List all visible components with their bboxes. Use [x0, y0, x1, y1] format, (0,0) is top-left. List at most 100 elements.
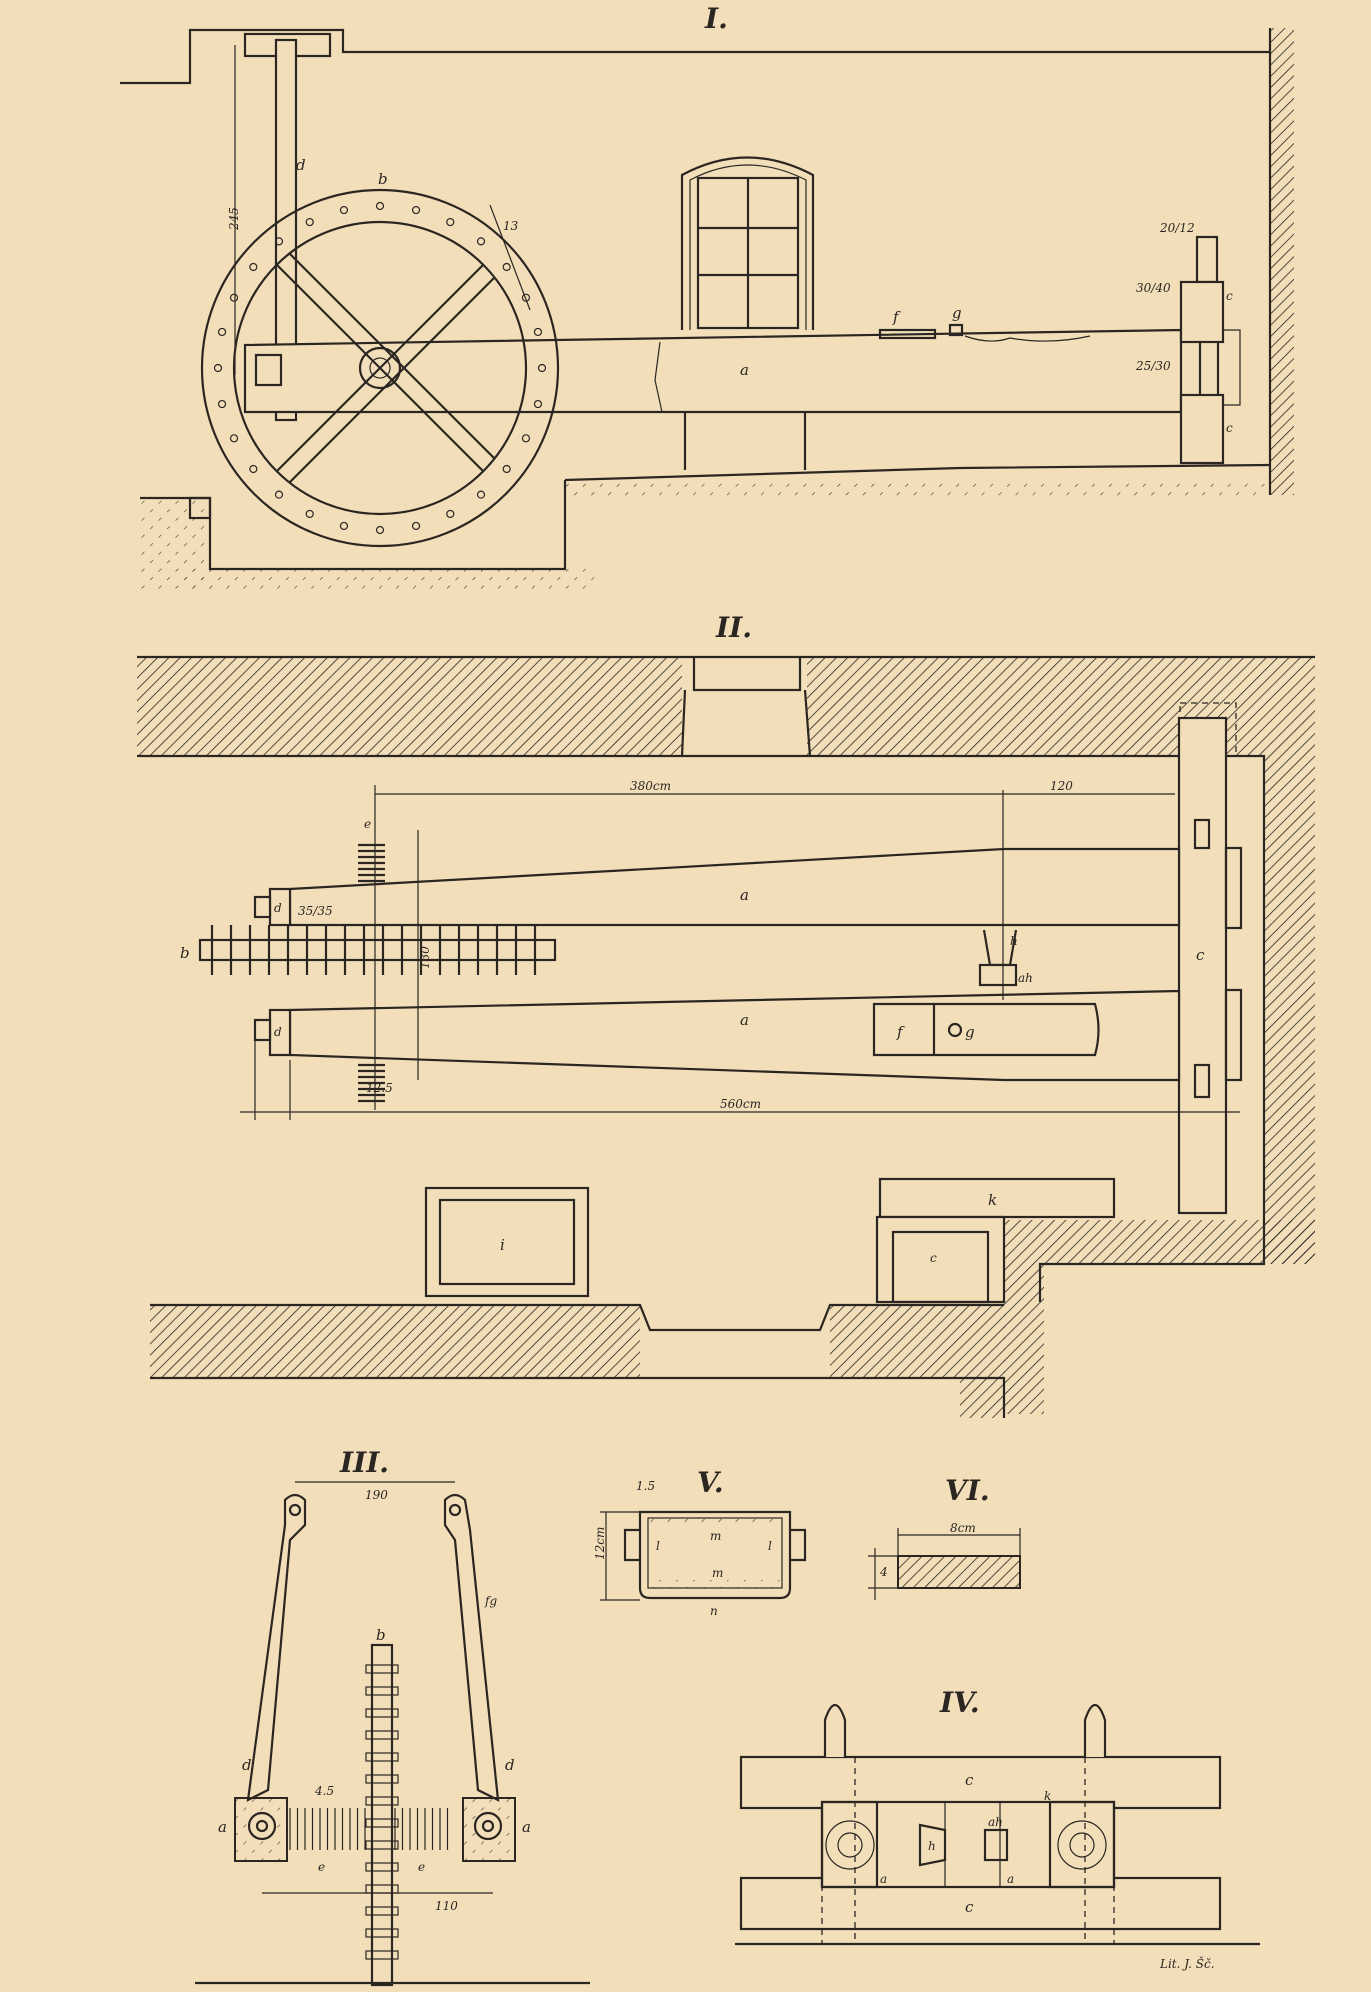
label-a-left: a: [218, 1818, 227, 1836]
figure-6-section: VI. 8cm 4: [868, 1474, 1021, 1600]
item-g: [948, 323, 964, 337]
label-b: b: [376, 1626, 386, 1644]
wheel-bolt: [537, 363, 547, 373]
peg-right: [1083, 1703, 1107, 1757]
label-d-upper: d: [274, 901, 282, 915]
shaft-tooth: [365, 1862, 399, 1872]
label-ah: ah: [988, 1815, 1003, 1829]
shaft-tooth: [365, 1774, 399, 1784]
label-a-right: a: [1007, 1872, 1014, 1886]
label-d-lower: d: [274, 1025, 282, 1039]
wheel-bolt: [339, 521, 349, 531]
figure-6-title: VI.: [945, 1474, 990, 1507]
shaft-tooth: [365, 1686, 399, 1696]
wheel-bolt: [217, 399, 227, 409]
label-a-left: a: [880, 1872, 887, 1886]
figure-1-title: I.: [704, 2, 728, 35]
wheel-bolt: [446, 509, 455, 519]
label-fg: fg: [484, 1594, 497, 1608]
dim-bottom: 110: [435, 1899, 458, 1913]
wheel-bolt: [521, 293, 531, 302]
dim-beam-section: 25/30: [1135, 359, 1171, 373]
wheel-bolt: [446, 217, 455, 227]
arm-right: [443, 1493, 500, 1802]
label-d: d: [296, 156, 306, 174]
figure-5-title: V.: [697, 1466, 724, 1499]
dim-span-right: 120: [1050, 779, 1073, 793]
wheel-bolt: [476, 490, 486, 499]
springs-e: [358, 843, 385, 1103]
figure-5-trough: V. 12cm 1.5 m m n l l: [593, 1466, 807, 1618]
label-c-bottom: c: [965, 1898, 974, 1916]
dim-section: 35/35: [298, 904, 333, 918]
wheel-bolt: [533, 327, 543, 337]
shaft-tooth: [365, 1664, 399, 1674]
label-d-left: d: [242, 1756, 252, 1774]
label-k: k: [1044, 1789, 1051, 1803]
wheel-bolt: [411, 521, 421, 531]
label-h: h: [928, 1839, 936, 1853]
wheel-bolt: [274, 490, 284, 499]
wheel-bolt: [476, 237, 486, 246]
item-f: [878, 328, 937, 340]
label-c-top: c: [965, 1771, 974, 1789]
arm-left: [246, 1493, 307, 1802]
label-g: g: [952, 304, 962, 322]
shaft-tooth: [365, 1752, 399, 1762]
beam-a: [243, 328, 1183, 414]
label-m-top: m: [710, 1529, 721, 1543]
shaft-tooth: [365, 1928, 399, 1938]
label-d-right: d: [505, 1756, 515, 1774]
dim-pitch: 4.5: [314, 1784, 334, 1798]
dim-rod: 245: [227, 207, 241, 231]
figure-4-title: IV.: [939, 1686, 980, 1719]
wheel-bolt: [229, 434, 239, 443]
box-k: [878, 1177, 1116, 1219]
right-wall: [1270, 28, 1294, 495]
label-b: b: [378, 170, 388, 188]
wheel-bolt: [305, 509, 314, 519]
label-a-right: a: [522, 1818, 531, 1836]
vertical-rod: [274, 38, 298, 422]
figure-2-title: II.: [715, 611, 752, 644]
box-under: [875, 1215, 1006, 1304]
right-post: 20/12 30/40 25/30 c c: [1135, 221, 1241, 465]
shaft-tooth: [365, 1730, 399, 1740]
label-ah: ah: [1018, 971, 1033, 985]
shaft-tooth: [365, 1796, 399, 1806]
box-i: [424, 1186, 590, 1298]
dim-top-post: 20/12: [1159, 221, 1195, 235]
shaft-tooth: [365, 1840, 399, 1850]
wheel-bolt: [274, 237, 284, 246]
nut-ah: [983, 1828, 1009, 1862]
dim-post-mid: 30/40: [1136, 281, 1171, 295]
engraver-signature: Lit. J. Šč.: [1159, 1955, 1215, 1971]
top-plank: [739, 1755, 1222, 1810]
shaft-tooth: [365, 1818, 399, 1828]
dim-spring: 12.5: [366, 1081, 393, 1095]
label-a-lower: a: [740, 1011, 749, 1029]
post-c: [1177, 716, 1228, 1215]
dim-total: 560cm: [720, 1097, 761, 1111]
floor-line: [564, 463, 1271, 482]
wheel-bolt: [375, 525, 385, 535]
dim-span-main: 380cm: [630, 779, 671, 793]
label-e-left: e: [318, 1860, 325, 1874]
label-n: n: [710, 1604, 718, 1618]
figure-4-clamp: IV. c c h ah a a k: [735, 1686, 1260, 1946]
dim-width: 8cm: [950, 1521, 976, 1535]
label-e-right: e: [418, 1860, 425, 1874]
dim-height: 12cm: [593, 1527, 607, 1560]
label-l-right: l: [768, 1539, 772, 1553]
label-e: e: [364, 817, 371, 831]
label-h: h: [1010, 934, 1018, 948]
shaft-tooth: [365, 1906, 399, 1916]
dim-wall: 1.5: [636, 1479, 655, 1493]
wheel-bolt: [249, 262, 258, 272]
label-b: b: [180, 944, 190, 962]
wheel-bolt: [249, 464, 258, 474]
figure-1-elevation: I. d 245 a f g: [120, 2, 1294, 591]
figure-2-plan: II. c a a d d 35/35 e b: [137, 611, 1315, 1418]
